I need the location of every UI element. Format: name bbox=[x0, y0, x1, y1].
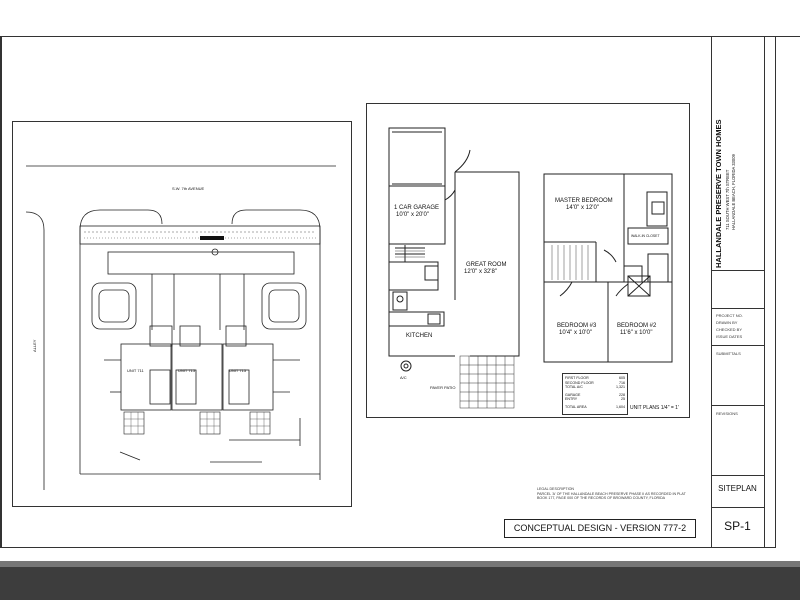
area-row-label: GARAGE bbox=[565, 392, 581, 397]
room-label-great-room: GREAT ROOM bbox=[466, 262, 507, 268]
title-block-divider bbox=[711, 270, 764, 271]
room-size-bedroom-2: 11'6" x 10'0" bbox=[620, 330, 653, 336]
title-block-divider bbox=[711, 405, 764, 406]
title-block-divider bbox=[711, 345, 764, 346]
unit-label: UNIT 715 bbox=[229, 368, 247, 373]
tb-checked-by-label: CHECKED BY bbox=[716, 327, 743, 332]
version-label: CONCEPTUAL DESIGN - VERSION 777-2 bbox=[504, 519, 696, 538]
patio-label: PAVER PATIO bbox=[430, 385, 456, 390]
area-row-label: ENTRY bbox=[565, 397, 578, 402]
tb-drawn-by-label: DRAWN BY bbox=[716, 320, 738, 325]
room-label-bedroom-2: BEDROOM #2 bbox=[617, 323, 657, 329]
legal-description-heading: LEGAL DESCRIPTION bbox=[537, 487, 575, 491]
area-row: ENTRY 25 bbox=[565, 397, 625, 402]
room-size-great-room: 12'0" x 32'8" bbox=[464, 269, 497, 275]
area-row-value: 228 bbox=[619, 392, 625, 397]
room-size-bedroom-3: 10'4" x 10'0" bbox=[559, 330, 592, 336]
room-label-garage: 1 CAR GARAGE bbox=[394, 205, 440, 211]
sheet-border-left bbox=[0, 36, 2, 548]
tb-submittals-label: SUBMITTALS bbox=[716, 351, 741, 356]
area-table: FIRST FLOOR 605 SECOND FLOOR 716 TOTAL A/C… bbox=[562, 373, 628, 415]
area-row-label: FIRST FLOOR bbox=[565, 376, 589, 380]
area-row: GARAGE 228 bbox=[565, 393, 625, 398]
street-label: S.W. 7th AVENUE bbox=[172, 186, 205, 191]
room-size-garage: 10'0" x 20'0" bbox=[396, 212, 429, 218]
unit-plan-panel bbox=[366, 103, 690, 418]
sheet-number: SP-1 bbox=[724, 519, 751, 533]
area-row: TOTAL AREA 1,604 bbox=[565, 405, 625, 410]
ac-label: A/C bbox=[400, 375, 407, 380]
tb-issue-dates-label: ISSUE DATES bbox=[716, 334, 743, 339]
area-row-value: 25 bbox=[621, 397, 625, 402]
title-block-edge bbox=[764, 36, 776, 548]
area-row-value: 716 bbox=[619, 380, 625, 385]
tb-project-no-label: PROJECT NO. bbox=[716, 313, 743, 318]
area-row-value: 1,604 bbox=[616, 404, 625, 409]
unit-label: UNIT 711 bbox=[127, 368, 144, 373]
sheet-border-top bbox=[0, 36, 800, 37]
legal-description-text: PARCEL 'A' OF THE HALLANDALE BEACH PRESE… bbox=[537, 491, 686, 501]
room-label-master-bedroom: MASTER BEDROOM bbox=[555, 198, 613, 204]
area-row: SECOND FLOOR 716 bbox=[565, 381, 625, 386]
area-row-value: 1,321 bbox=[616, 385, 625, 390]
area-row-label: TOTAL AREA bbox=[565, 404, 587, 409]
room-size-master-bedroom: 14'0" x 12'0" bbox=[566, 205, 599, 211]
unit-plan-scale-note: UNIT PLANS 1/4" = 1' bbox=[630, 405, 679, 411]
legal-description: LEGAL DESCRIPTION PARCEL 'A' OF THE HALL… bbox=[537, 487, 697, 509]
area-row-label: SECOND FLOOR bbox=[565, 380, 594, 385]
sheet-name: SITEPLAN bbox=[718, 484, 757, 493]
sheet-border-bottom bbox=[0, 547, 775, 548]
area-row: FIRST FLOOR 605 bbox=[565, 376, 625, 381]
room-label-bedroom-3: BEDROOM #3 bbox=[557, 323, 597, 329]
viewer-bottom-bar bbox=[0, 561, 800, 600]
walk-in-closet-label: WALK-IN CLOSET bbox=[631, 234, 660, 238]
unit-label: UNIT 713 bbox=[178, 368, 196, 373]
area-row-value: 605 bbox=[619, 376, 625, 380]
tb-revisions-label: REVISIONS bbox=[716, 411, 738, 416]
room-label-kitchen: KITCHEN bbox=[406, 333, 433, 339]
site-plan-panel bbox=[12, 121, 352, 507]
title-block-divider bbox=[711, 475, 764, 476]
area-row: TOTAL A/C 1,321 bbox=[565, 385, 625, 390]
title-block-divider bbox=[711, 507, 764, 508]
title-block bbox=[711, 36, 776, 548]
title-block-divider bbox=[711, 308, 764, 309]
area-row-label: TOTAL A/C bbox=[565, 385, 583, 390]
